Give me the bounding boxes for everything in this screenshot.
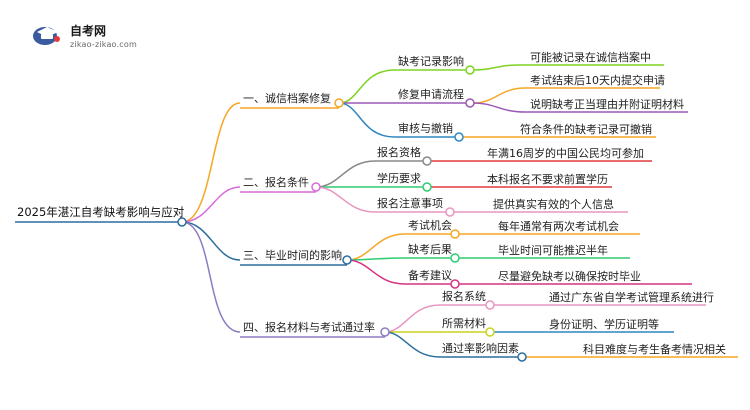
leaf-1-2a: 考试结束后10天内提交申请 (530, 74, 665, 87)
logo-subtitle: zikao-zikao.com (70, 40, 137, 49)
branch-1-label: 一、诚信档案修复 (243, 92, 331, 105)
child-1-3-label: 审核与撤销 (398, 122, 453, 135)
child-3-1-label: 考试机会 (408, 219, 452, 232)
leaf-4-3: 科目难度与考生备考情况相关 (583, 343, 726, 356)
child-2-1-label: 报名资格 (377, 146, 421, 159)
site-logo[interactable]: 自考网 zikao-zikao.com (32, 20, 142, 52)
logo-title: 自考网 (70, 24, 107, 38)
child-4-2-label: 所需材料 (442, 317, 486, 330)
leaf-4-2: 身份证明、学历证明等 (549, 318, 659, 331)
branch-4-label: 四、报名材料与考试通过率 (243, 321, 375, 334)
child-1-2-label: 修复申请流程 (398, 88, 464, 101)
leaf-4-1: 通过广东省自学考试管理系统进行 (549, 291, 714, 304)
leaf-1-3: 符合条件的缺考记录可撤销 (520, 123, 652, 136)
leaf-2-2: 本科报名不要求前置学历 (487, 173, 608, 186)
child-2-3-label: 报名注意事项 (377, 197, 443, 210)
leaf-1-1: 可能被记录在诚信档案中 (530, 51, 651, 64)
leaf-2-1: 年满16周岁的中国公民均可参加 (487, 147, 644, 160)
child-2-2-label: 学历要求 (377, 172, 421, 185)
branch-3-label: 三、毕业时间的影响 (243, 249, 342, 262)
leaf-1-2b: 说明缺考正当理由并附证明材料 (530, 98, 684, 111)
child-4-1-label: 报名系统 (442, 290, 486, 303)
graduation-cap-icon (33, 27, 60, 45)
root-topic: 2025年湛江自考缺考影响与应对 (17, 205, 185, 219)
child-4-3-label: 通过率影响因素 (442, 342, 519, 355)
leaf-3-1: 每年通常有两次考试机会 (498, 220, 619, 233)
leaf-3-3: 尽量避免缺考以确保按时毕业 (498, 270, 641, 283)
child-3-3-label: 备考建议 (408, 269, 452, 282)
branch-2-label: 二、报名条件 (243, 176, 309, 189)
leaf-2-3: 提供真实有效的个人信息 (493, 198, 614, 211)
child-1-1-label: 缺考记录影响 (398, 55, 464, 68)
leaf-3-2: 毕业时间可能推迟半年 (498, 244, 608, 257)
child-3-2-label: 缺考后果 (408, 243, 452, 256)
